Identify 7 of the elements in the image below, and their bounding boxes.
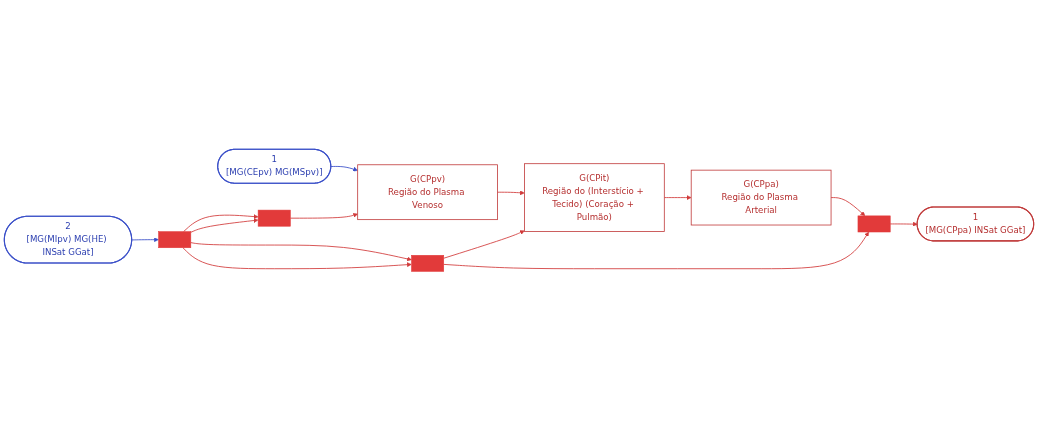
node-box: G(CPpv) Região do Plasma Venoso (357, 164, 498, 221)
node-bar (257, 209, 291, 227)
node-bar (857, 215, 891, 233)
node-box: G(CPpa) Região do Plasma Arterial (690, 169, 832, 226)
node-bar (411, 255, 444, 272)
node-box: G(CPit) Região do (Interstício + Tecido) (Coração + Pulmão) (524, 163, 665, 232)
node-bar (158, 231, 192, 249)
